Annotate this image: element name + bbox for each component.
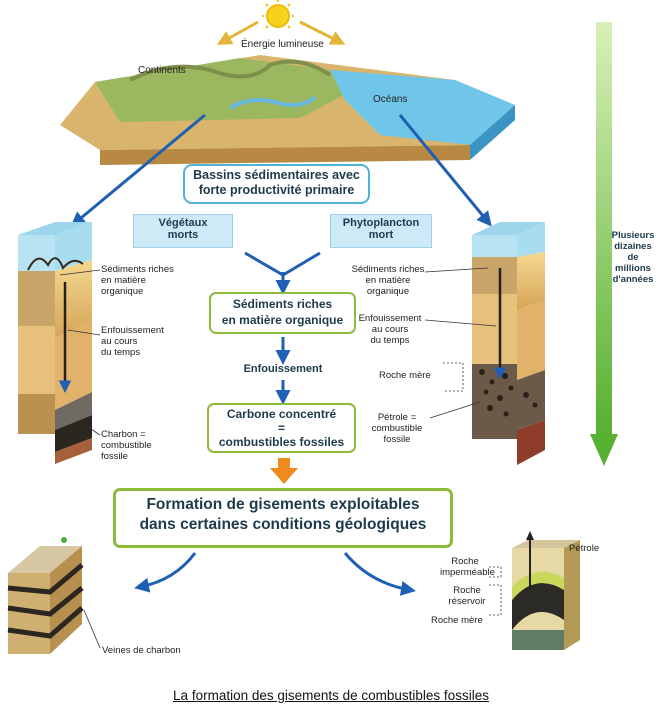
timeline-arrow [590,22,618,466]
timeline-l5: d'années [612,274,654,285]
roche-res-l2: réservoir [448,596,486,607]
right-pet-l1: Pétrole = [377,412,417,423]
carbone-line2: = [277,421,285,435]
timeline-l3: de [627,252,639,263]
oil-block [512,531,580,650]
left-enf-l2: au cours [101,336,138,347]
timeline-l1: Plusieurs [611,230,655,241]
right-enfouissement-label: Enfouissement au cours du temps [354,313,426,346]
formation-line1: Formation de gisements exploitables [146,496,420,513]
landscape-block [60,55,515,165]
bassins-line2: forte productivité primaire [198,183,355,197]
vegetaux-box: Végétaux morts [133,214,233,248]
roche-res-l1: Roche [453,585,481,596]
continents-label: Continents [138,65,186,76]
phyto-line1: Phytoplancton [342,217,420,229]
timeline-label: Plusieurs dizaines de millions d'années [605,230,661,285]
right-column-block [472,222,545,465]
arrow-to-oil-block [343,552,416,596]
right-sed-l3: organique [366,286,410,297]
left-char-l2: combustible [101,440,152,451]
right-pet-l2: combustible [371,423,423,434]
oceans-label: Océans [373,94,408,105]
right-sed-l2: en matière [365,275,411,286]
arrow-to-left-column [70,113,206,227]
right-pet-l3: fossile [383,434,411,445]
right-enf-l2: au cours [371,324,409,335]
left-enf-l3: du temps [101,347,141,358]
roche-imp-l1: Roche [451,556,479,567]
left-charbon-label: Charbon = combustible fossile [101,429,152,462]
roche-reservoir-label: Roche réservoir [444,585,490,607]
carbone-line3: combustibles fossiles [218,435,345,449]
timeline-l4: millions [615,263,651,274]
left-sed-l1: Sédiments riches [101,264,174,275]
sediments-line1: Sédiments riches [232,297,333,311]
bottom-roche-mere-label: Roche mère [431,615,483,626]
orange-arrow [270,458,298,484]
arrow-to-right-column [398,114,492,227]
left-sed-l2: en matière [101,275,146,286]
timeline-l2: dizaines [614,241,652,252]
light-arrow-left [216,20,259,45]
veines-label: Veines de charbon [102,645,181,656]
carbone-box: Carbone concentré = combustibles fossile… [207,403,356,453]
light-arrow-right [299,20,346,45]
sediments-line2: en matière organique [221,313,344,327]
formation-box: Formation de gisements exploitables dans… [113,488,453,548]
right-roche-mere-label: Roche mère [379,370,431,381]
right-sed-l1: Sédiments riches [351,264,425,275]
right-sediments-label: Sédiments riches en matière organique [348,264,428,297]
right-petrole-label: Pétrole = combustible fossile [362,412,432,445]
roche-impermeable-label: Roche imperméable [440,556,495,578]
coal-block [7,537,84,654]
bassins-line1: Bassins sédimentaires avec [193,168,360,182]
left-char-l1: Charbon = [101,429,146,440]
sun-icon [262,0,294,29]
bassins-box: Bassins sédimentaires avec forte product… [183,164,370,204]
enfouissement-label: Enfouissement [243,363,323,375]
merge-arrow [244,251,321,277]
left-char-l3: fossile [101,451,128,462]
vegetaux-line1: Végétaux [158,217,208,229]
roche-imp-l2: imperméable [440,567,495,578]
sediments-box: Sédiments riches en matière organique [209,292,356,334]
leader-lines [59,267,565,649]
left-column-block [18,222,92,464]
formation-line2: dans certaines conditions géologiques [139,516,427,533]
phyto-line2: mort [368,229,394,241]
left-sed-l3: organique [101,286,144,297]
carbone-line1: Carbone concentré [226,407,337,421]
vegetaux-line2: morts [167,229,199,241]
left-enfouissement-label: Enfouissement au cours du temps [101,325,164,358]
arrow-to-coal-block [134,552,197,593]
energie-label: Énergie lumineuse [241,39,324,50]
right-enf-l1: Enfouissement [358,313,422,324]
left-sediments-label: Sédiments riches en matière organique [101,264,174,297]
right-enf-l3: du temps [370,335,410,346]
petrole-label: Pétrole [569,543,600,554]
page-title: La formation des gisements de combustibl… [173,688,489,703]
phyto-box: Phytoplancton mort [330,214,432,248]
left-enf-l1: Enfouissement [101,325,164,336]
